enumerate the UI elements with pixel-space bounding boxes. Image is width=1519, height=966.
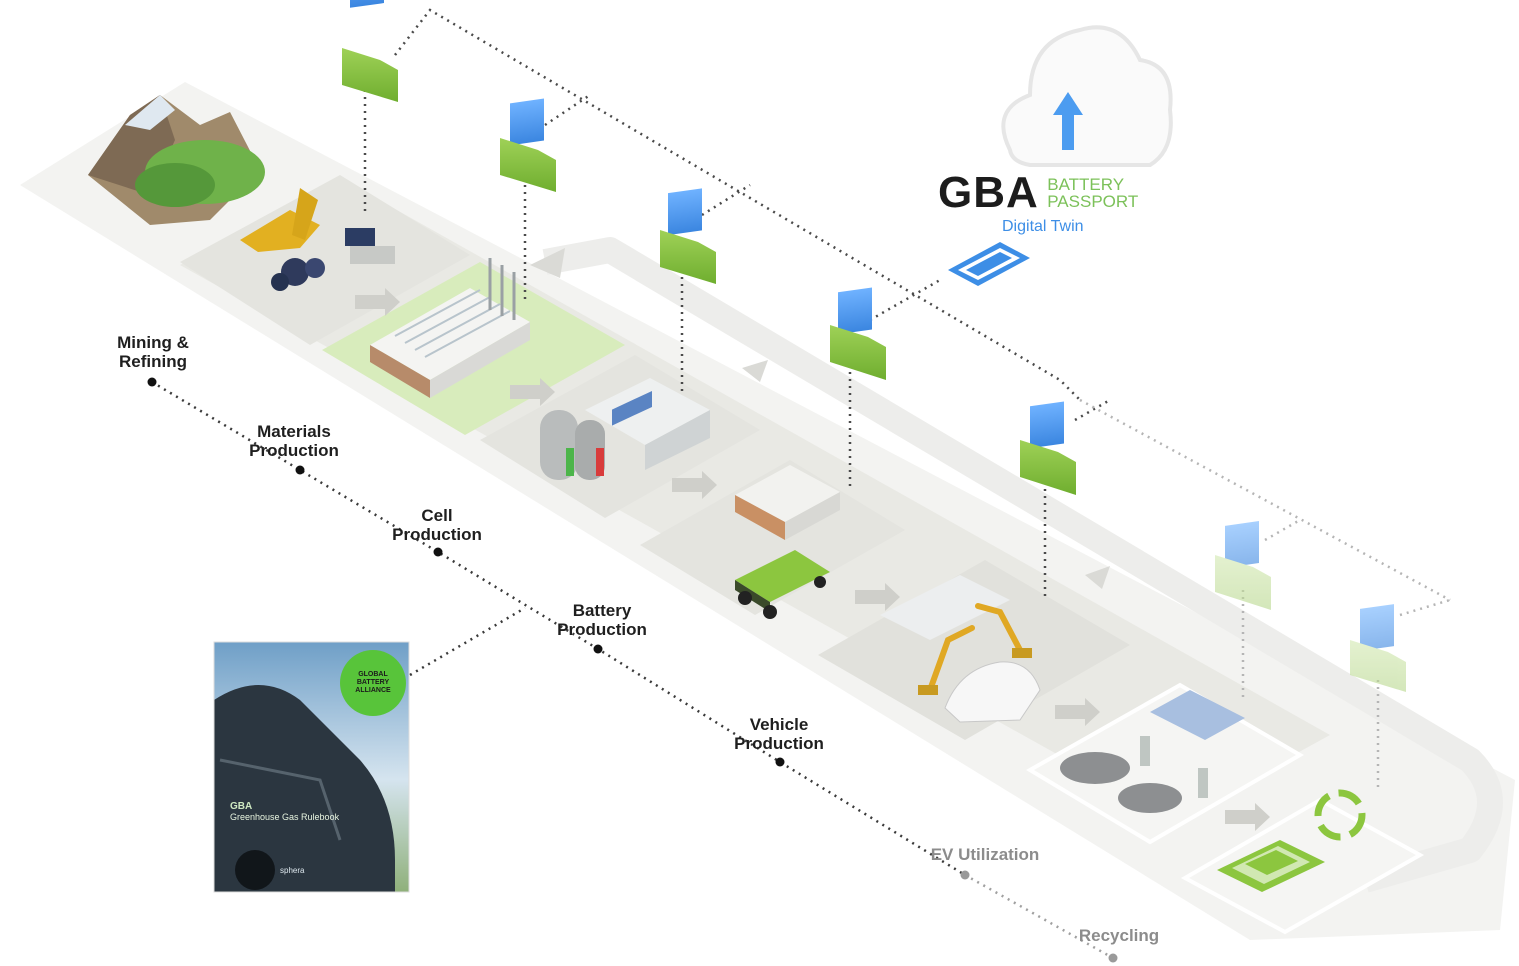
stage-label-line: Production [734, 734, 824, 753]
badge-line: ALLIANCE [355, 687, 391, 694]
report-cover-brand: GBA [230, 801, 253, 812]
stage-label-line: Production [249, 441, 339, 460]
stage-tile-materials [322, 258, 625, 435]
stage-label-line: Cell [421, 506, 453, 525]
data-link-lines [363, 8, 1111, 600]
stage-label-battery-production: Battery Production [557, 601, 647, 639]
badge-line: BATTERY [356, 679, 390, 686]
stage-dot [433, 547, 443, 557]
battery-passport-wordmark: BATTERY PASSPORT [1047, 176, 1138, 210]
folder-document-icon [1020, 401, 1076, 495]
gba-wordmark: GBA [938, 168, 1039, 217]
stage-label-vehicle-production: Vehicle Production [734, 715, 824, 753]
stage-dot [147, 377, 157, 387]
global-battery-alliance-badge: GLOBAL BATTERY ALLIANCE [340, 650, 406, 716]
stage-label-line: Battery [572, 601, 632, 620]
stage-dot [593, 644, 603, 654]
loop-arrowheads [530, 248, 1110, 589]
gba-battery-passport-logo: GBA BATTERY PASSPORT [938, 168, 1178, 218]
stage-label-mining-refining: Mining & Refining [117, 333, 189, 371]
recycle-icon [1314, 789, 1366, 841]
report-cover-title: Greenhouse Gas Rulebook [230, 812, 340, 822]
stage-label-line: Refining [118, 352, 187, 371]
digital-twin-label: Digital Twin [1002, 218, 1084, 235]
logo-line-passport: PASSPORT [1047, 192, 1139, 211]
folder-document-icon [500, 98, 556, 192]
stage-tile-cell [480, 355, 760, 518]
stage-label-line: Recycling [1078, 926, 1160, 945]
folder-document-icon [1350, 604, 1406, 692]
stage-leader-line [151, 380, 966, 877]
stage-label-line: Mining & [117, 333, 189, 352]
stage-tile-mining [88, 95, 470, 345]
stage-label-cell-production: Cell Production [392, 506, 482, 544]
stage-label-ev-utilization: EV Utilization [931, 845, 1040, 864]
stage-label-line: Materials [257, 422, 331, 441]
cloud-upload-icon [1001, 25, 1173, 167]
logo-line-battery: BATTERY [1047, 175, 1125, 194]
stage-label-line: Production [557, 620, 647, 639]
process-flow-arrows [355, 288, 1270, 831]
stage-dot [960, 870, 970, 880]
folder-document-icon [1215, 521, 1271, 610]
report-cover-publisher: sphera [280, 866, 305, 875]
stage-label-recycling: Recycling [1079, 926, 1159, 945]
badge-line: GLOBAL [358, 671, 388, 678]
circular-return-loop [542, 237, 1503, 893]
stage-label-line: EV Utilization [930, 845, 1040, 864]
stage-tile-battery [640, 460, 905, 619]
stage-leader-line-muted [964, 873, 1114, 960]
stage-dot [775, 757, 785, 767]
stage-tile-recycling [1180, 789, 1425, 935]
stage-tile-vehicle [818, 560, 1130, 740]
folder-document-icon [660, 188, 716, 284]
stage-label-materials-production: Materials Production [249, 422, 339, 460]
stage-dot [1108, 953, 1118, 963]
data-link-lines-muted [1079, 398, 1451, 790]
stage-tile-ev-utilization [1026, 682, 1304, 845]
stage-label-line: Vehicle [749, 715, 809, 734]
folder-document-icon [830, 287, 886, 380]
battery-icon [948, 242, 1030, 286]
stage-dot [295, 465, 305, 475]
stage-label-line: Production [392, 525, 482, 544]
folder-document-icon [342, 0, 398, 102]
